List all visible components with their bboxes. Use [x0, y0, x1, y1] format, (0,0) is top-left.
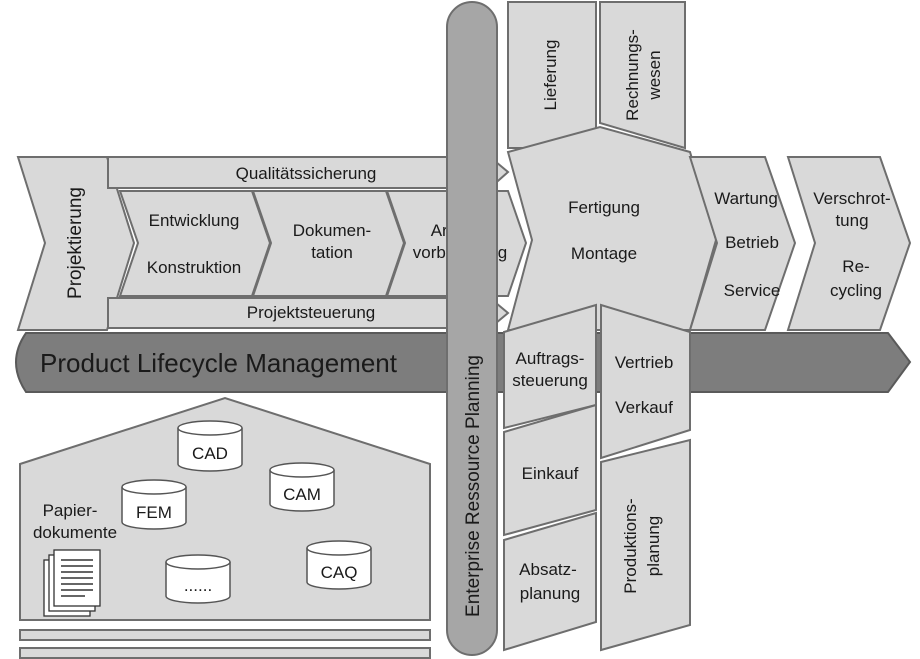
auftragssteuerung-label-1: Auftrags-	[516, 349, 585, 368]
verschrottung-recycling-phase	[786, 156, 912, 331]
ellipsis-label: ......	[184, 576, 212, 595]
cam-database-icon	[269, 462, 335, 512]
wartung-label: Wartung	[714, 189, 778, 208]
rechnungswesen-box	[599, 1, 686, 150]
rechnungswesen-label-2: wesen	[645, 50, 664, 100]
recycling-label-1: Re-	[842, 257, 869, 276]
vertrieb-label: Vertrieb	[615, 353, 674, 372]
generic-database-icon	[165, 554, 231, 604]
absatzplanung-box	[503, 511, 597, 652]
dokumentation-label-2: tation	[311, 243, 353, 262]
produktionsplanung-box	[600, 438, 691, 652]
entwicklung-konstruktion-phase	[118, 190, 272, 297]
produktionsplanung-label-2: planung	[644, 516, 663, 577]
caq-database-icon	[306, 540, 372, 590]
cam-label: CAM	[283, 485, 321, 504]
dokumentation-label-1: Dokumen-	[293, 221, 371, 240]
erp-pillar	[446, 1, 498, 656]
projektsteuerung-bar	[107, 297, 510, 329]
wartung-betrieb-service-phase	[688, 156, 797, 331]
qualitaetssicherung-bar	[107, 156, 510, 189]
service-label: Service	[724, 281, 781, 300]
einkauf-box	[503, 403, 597, 537]
betrieb-label: Betrieb	[725, 233, 779, 252]
data-store-base-bar-2	[19, 647, 431, 659]
data-store-base-bar-1	[19, 629, 431, 641]
fem-label: FEM	[136, 503, 172, 522]
entwicklung-label: Entwicklung	[149, 211, 240, 230]
lieferung-label: Lieferung	[541, 40, 560, 111]
caq-label: CAQ	[321, 563, 358, 582]
produktionsplanung-label-1: Produktions-	[621, 498, 640, 593]
konstruktion-label: Konstruktion	[147, 258, 242, 277]
papierdokumente-label-1: Papier-	[43, 501, 98, 520]
papierdokumente-label-2: dokumente	[33, 523, 117, 542]
absatzplanung-label-1: Absatz-	[519, 560, 577, 579]
plm-title: Product Lifecycle Management	[40, 348, 398, 378]
fem-database-icon	[121, 479, 187, 530]
paper-documents-icon	[43, 549, 101, 617]
vertrieb-verkauf-box	[600, 303, 691, 460]
erp-title: Enterprise Ressource Planning	[463, 355, 484, 617]
projektierung-label: Projektierung	[65, 187, 86, 299]
qualitaetssicherung-label: Qualitätssicherung	[236, 164, 377, 183]
verkauf-label: Verkauf	[615, 398, 673, 417]
verschrottung-label-1: Verschrot-	[813, 189, 890, 208]
rechnungswesen-label-1: Rechnungs-	[623, 29, 642, 121]
projektsteuerung-label: Projektsteuerung	[247, 303, 376, 322]
absatzplanung-label-2: planung	[520, 584, 581, 603]
montage-label: Montage	[571, 244, 637, 263]
cad-label: CAD	[192, 444, 228, 463]
verschrottung-label-2: tung	[835, 211, 868, 230]
auftragssteuerung-label-2: steuerung	[512, 371, 588, 390]
cad-database-icon	[177, 420, 243, 472]
einkauf-label: Einkauf	[522, 464, 579, 483]
fertigung-montage-phase	[506, 125, 718, 331]
recycling-label-2: cycling	[830, 281, 882, 300]
fertigung-label: Fertigung	[568, 198, 640, 217]
